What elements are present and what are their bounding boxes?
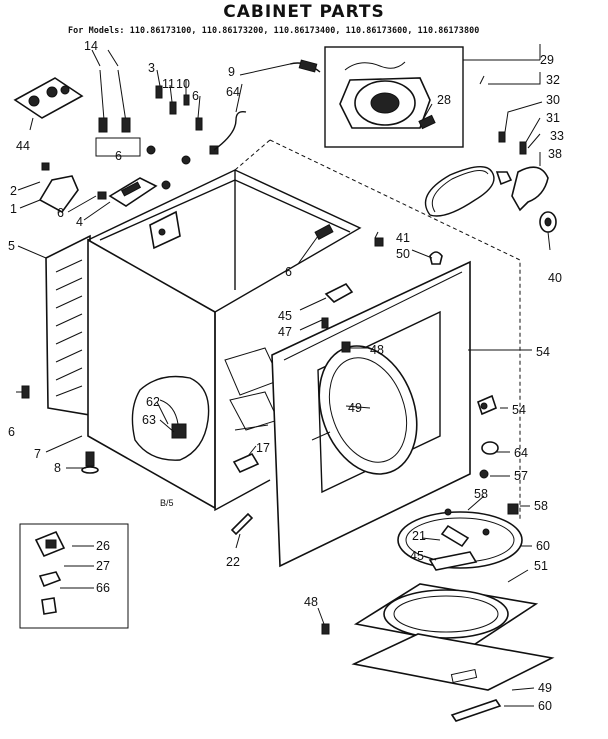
callout-14: 14 [84,39,98,53]
callout-6-b: 6 [115,149,122,163]
front-hardware [314,224,443,329]
stamp-bs: B/5 [160,498,174,508]
callout-38: 41 [396,231,410,245]
models-line: For Models: 110.86173100, 110.86173200, … [68,25,480,35]
callout-43: 48 [370,343,384,357]
callout-50: 50 [396,247,410,261]
callout-25: 27 [96,559,110,573]
callout-51: 54 [536,345,550,359]
callout-11: 11 [162,77,175,91]
callout-54-a: 57 [514,469,528,483]
callout-44: 49 [348,401,362,415]
callout-61: 62 [146,395,160,409]
door-assembly [321,508,555,722]
callout-47: 51 [534,559,548,573]
callout-1: 1 [10,202,17,216]
drive-belt [424,166,495,217]
callout-6-e: 6 [285,265,292,279]
callout-49: 49 [538,681,552,695]
callout-45: 45 [410,549,424,563]
small-parts-top-left [13,69,247,214]
callout-41: 45 [278,309,292,323]
callout-22: 22 [226,555,240,569]
page-title: CABINET PARTS [223,2,385,22]
callout-5: 5 [8,239,15,253]
front-panel [271,260,471,568]
callout-6-c: 6 [57,206,64,220]
callout-32: 38 [548,147,562,161]
callout-2: 2 [10,184,17,198]
callout-63: 64 [514,446,528,460]
callout-40: 44 [16,139,30,153]
callout-48: 48 [304,595,318,609]
callout-27: 29 [540,53,554,67]
callout-4: 4 [76,215,83,229]
callout-52: 54 [512,403,526,417]
callout-6-d: 6 [8,425,15,439]
callout-57: 60 [536,539,550,553]
motor-assembly [289,46,464,148]
right-hardware [477,394,519,515]
callout-7: 7 [34,447,41,461]
callout-30: 32 [546,73,560,87]
callout-9: 9 [228,65,235,79]
motor-box [324,46,464,148]
callout-31: 33 [550,129,564,143]
callout-8: 8 [54,461,61,475]
callouts: 14 44 3 11 10 6 64 9 6 2 1 6 4 5 6 7 8 6… [8,39,564,713]
callout-66: 66 [96,581,110,595]
callout-6-a: 6 [192,89,199,103]
cabinet-body [21,139,521,520]
callout-28: 30 [546,93,560,107]
callout-3: 3 [148,61,155,75]
callout-64: 64 [226,85,240,99]
callout-26: 28 [437,93,451,107]
leader-lines [16,44,551,707]
callout-24: 26 [96,539,110,553]
callout-29: 31 [546,111,560,125]
callout-60: 60 [538,699,552,713]
callout-33: 40 [548,271,562,285]
callout-42: 47 [278,325,292,339]
callout-17: 17 [256,441,270,455]
callout-10: 10 [176,77,190,91]
callout-58: 58 [534,499,548,513]
callout-62: 63 [142,413,156,427]
callout-21: 21 [412,529,426,543]
lower-left-parts [19,512,254,629]
callout-54-b: 58 [474,487,488,501]
